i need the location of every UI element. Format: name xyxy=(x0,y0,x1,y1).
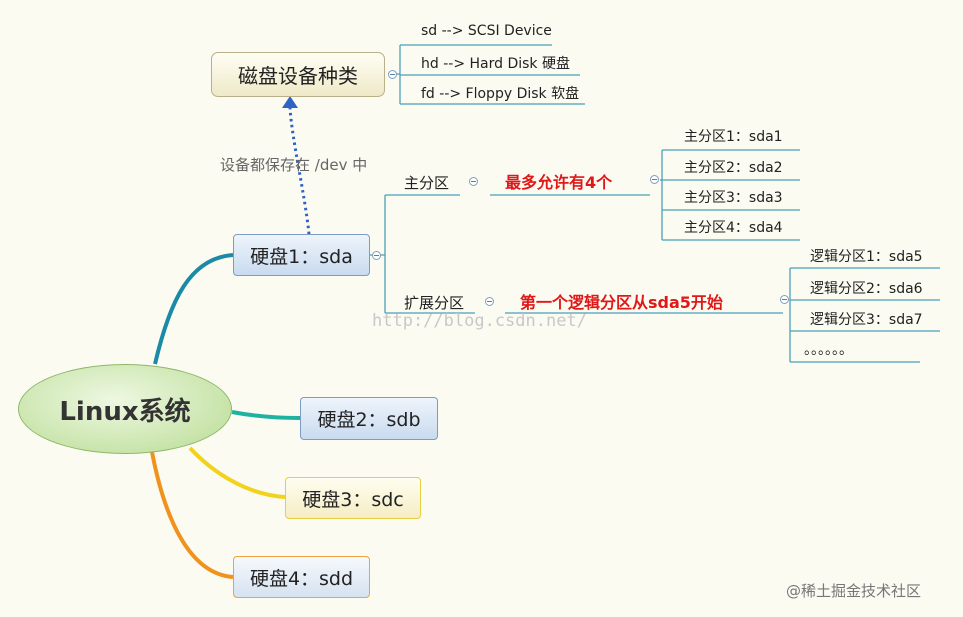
root-label: Linux系统 xyxy=(59,396,191,427)
primary-note: 最多允许有4个 xyxy=(505,173,613,192)
device-types-node[interactable]: 磁盘设备种类 xyxy=(211,52,385,97)
branch-line-sdb xyxy=(231,410,301,420)
device-type-hd: hd --> Hard Disk 硬盘 xyxy=(421,56,570,72)
branch-line-sdd xyxy=(150,451,234,579)
collapse-toggle-primary[interactable] xyxy=(469,177,478,186)
primary-partition-3: 主分区3：sda3 xyxy=(684,190,783,206)
disk-node-sdd[interactable]: 硬盘4：sdd xyxy=(233,556,370,598)
disk-label-sdc: 硬盘3：sdc xyxy=(302,488,404,511)
dev-note: 设备都保存在 /dev 中 xyxy=(220,156,368,174)
brand-mark: @稀土掘金技术社区 xyxy=(786,582,922,600)
disk-label-sdb: 硬盘2：sdb xyxy=(317,409,421,431)
extended-label[interactable]: 扩展分区 xyxy=(404,294,465,312)
disk-node-sdb[interactable]: 硬盘2：sdb xyxy=(300,397,438,440)
logical-partition-more: 。。。。。。 xyxy=(804,342,853,358)
root-node[interactable]: Linux系统 xyxy=(18,364,232,454)
collapse-toggle-extended[interactable] xyxy=(485,297,494,306)
watermark: http://blog.csdn.net/ xyxy=(372,311,587,331)
primary-partition-1: 主分区1：sda1 xyxy=(684,129,783,145)
primary-label[interactable]: 主分区 xyxy=(404,174,450,192)
logical-partition-2: 逻辑分区2：sda6 xyxy=(810,281,923,297)
arrow-head xyxy=(282,96,298,108)
branch-line-sdc xyxy=(188,446,286,499)
logical-partition-1: 逻辑分区1：sda5 xyxy=(810,249,923,265)
device-type-fd: fd --> Floppy Disk 软盘 xyxy=(421,86,580,102)
collapse-toggle-sda[interactable] xyxy=(372,251,381,260)
disk-label-sda: 硬盘1：sda xyxy=(250,245,353,268)
primary-partition-4: 主分区4：sda4 xyxy=(684,220,783,236)
device-type-sd: sd --> SCSI Device xyxy=(421,23,552,39)
primary-partition-2: 主分区2：sda2 xyxy=(684,160,783,176)
extended-note: 第一个逻辑分区从sda5开始 xyxy=(520,293,723,312)
dotted-arrow xyxy=(288,107,311,235)
collapse-toggle-extended-note[interactable] xyxy=(780,295,789,304)
collapse-toggle-primary-note[interactable] xyxy=(650,175,659,184)
branch-line-sda xyxy=(153,253,234,365)
logical-partition-3: 逻辑分区3：sda7 xyxy=(810,312,923,328)
collapse-toggle-device-types[interactable] xyxy=(388,70,397,79)
disk-node-sdc[interactable]: 硬盘3：sdc xyxy=(285,477,421,519)
disk-label-sdd: 硬盘4：sdd xyxy=(249,567,354,590)
device-types-label: 磁盘设备种类 xyxy=(238,64,358,88)
disk-node-sda[interactable]: 硬盘1：sda xyxy=(233,234,370,276)
